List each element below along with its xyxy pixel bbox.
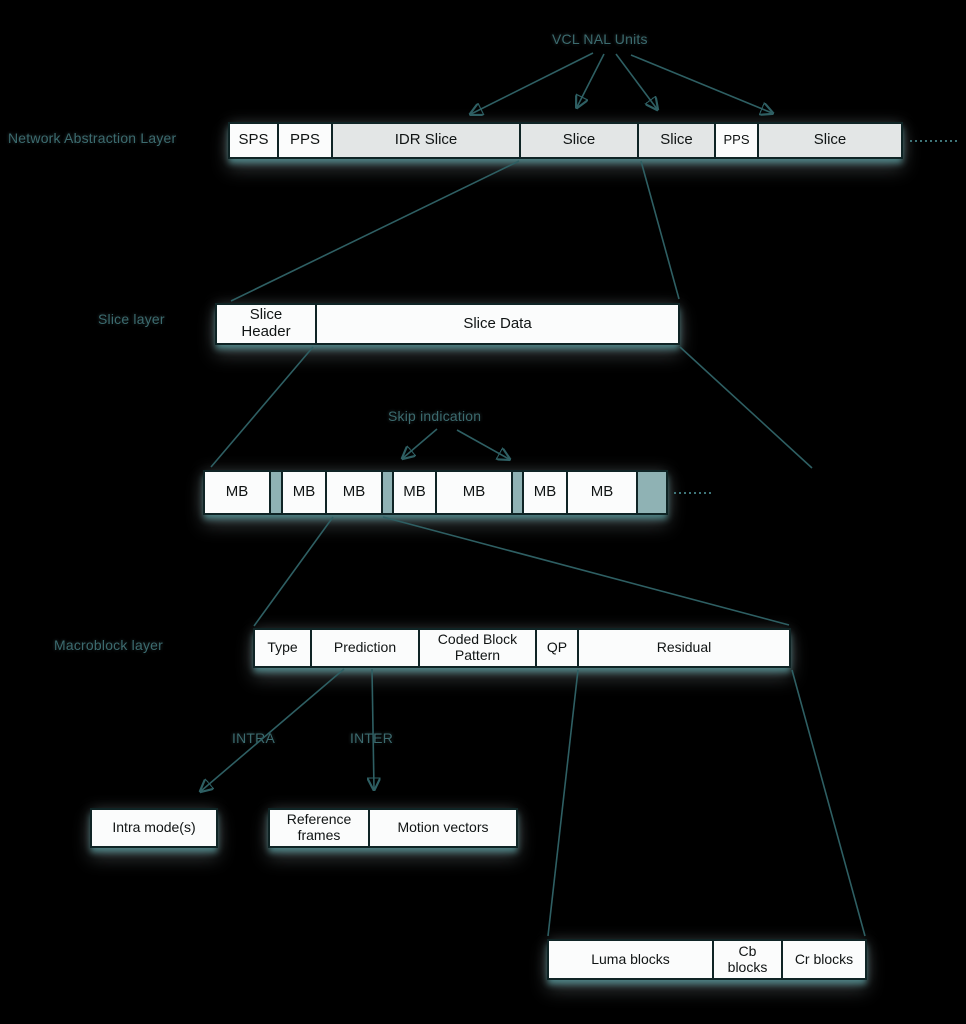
slice-to-mb-line-left (210, 346, 314, 468)
slice-header-box: Slice Header (217, 305, 317, 343)
vcl-arrow-1 (471, 52, 594, 114)
skip-indication-label: Skip indication (388, 408, 482, 424)
nal-box-slice-1: Slice (521, 124, 639, 157)
nal-unit-row: SPS PPS IDR Slice Slice Slice PPS Slice (228, 122, 903, 159)
mb-skip-separator-1 (271, 472, 283, 513)
inter-prediction-row: Reference frames Motion vectors (268, 808, 518, 848)
slice-data-box: Slice Data (317, 305, 678, 343)
nal-box-pps-2: PPS (716, 124, 759, 157)
inter-label: INTER (350, 730, 393, 746)
residual-to-blocks-line-right (791, 669, 866, 937)
vcl-nal-units-label: VCL NAL Units (552, 31, 648, 47)
mb-box-2: MB (283, 472, 327, 513)
cr-blocks-box: Cr blocks (783, 941, 865, 978)
slice-to-mb-line-right (679, 346, 813, 469)
nal-box-idr-slice: IDR Slice (333, 124, 521, 157)
mb-to-macroblock-line-left (253, 516, 334, 627)
cb-blocks-box: Cb blocks (714, 941, 783, 978)
vcl-arrow-2 (577, 53, 605, 107)
nal-box-slice-2: Slice (639, 124, 716, 157)
intra-modes-box: Intra mode(s) (92, 810, 216, 846)
skip-arrow-left (403, 428, 438, 458)
vcl-arrow-3 (615, 53, 657, 109)
reference-frames-box: Reference frames (270, 810, 370, 846)
nal-to-slice-line-right (640, 160, 680, 300)
mb-qp-box: QP (537, 630, 579, 666)
intra-modes-box-row: Intra mode(s) (90, 808, 218, 848)
residual-blocks-row: Luma blocks Cb blocks Cr blocks (547, 939, 867, 980)
mb-box-6: MB (524, 472, 568, 513)
nal-box-slice-3: Slice (759, 124, 901, 157)
mb-to-macroblock-line-right (382, 516, 790, 626)
motion-vectors-box: Motion vectors (370, 810, 516, 846)
macroblock-strip-row: MB MB MB MB MB MB MB (203, 470, 668, 515)
mb-skip-separator-3 (513, 472, 524, 513)
macroblock-header-row: Type Prediction Coded Block Pattern QP R… (253, 628, 791, 668)
mb-skip-separator-2 (383, 472, 394, 513)
mb-box-7: MB (568, 472, 638, 513)
mb-box-1: MB (205, 472, 271, 513)
nal-box-pps-1: PPS (279, 124, 333, 157)
mb-residual-box: Residual (579, 630, 789, 666)
nal-box-sps: SPS (230, 124, 279, 157)
slice-layer-label: Slice layer (98, 311, 165, 327)
nal-to-slice-line-left (230, 160, 520, 302)
intra-label: INTRA (232, 730, 275, 746)
mb-prediction-box: Prediction (312, 630, 420, 666)
vcl-arrow-4 (630, 54, 772, 113)
inter-arrow (372, 668, 374, 789)
mb-box-5: MB (437, 472, 513, 513)
luma-blocks-box: Luma blocks (549, 941, 714, 978)
slice-layer-row: Slice Header Slice Data (215, 303, 680, 345)
residual-to-blocks-line-left (547, 669, 579, 937)
mb-box-4: MB (394, 472, 437, 513)
mb-skip-separator-end (638, 472, 666, 513)
mb-type-box: Type (255, 630, 312, 666)
mb-box-3: MB (327, 472, 383, 513)
network-abstraction-layer-label: Network Abstraction Layer (8, 130, 177, 146)
skip-arrow-right (456, 429, 509, 459)
mb-coded-block-pattern-box: Coded Block Pattern (420, 630, 537, 666)
macroblock-layer-label: Macroblock layer (54, 637, 164, 653)
